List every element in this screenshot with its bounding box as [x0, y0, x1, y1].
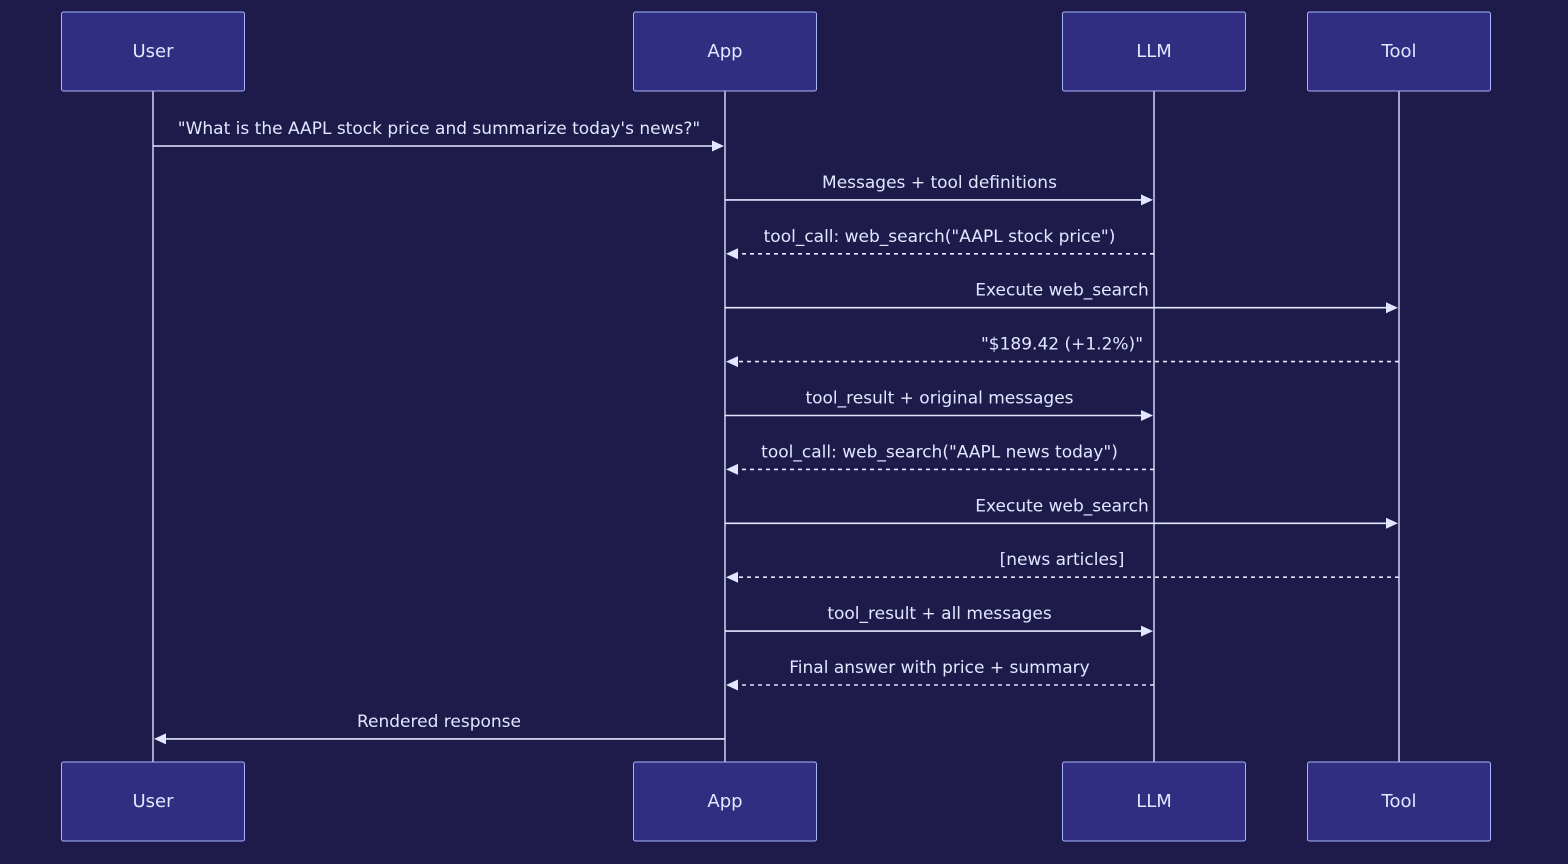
arrowhead-icon [1141, 194, 1153, 206]
arrowhead-icon [154, 733, 166, 745]
message-2: Messages + tool definitions [725, 173, 1153, 206]
participant-box [61, 11, 245, 92]
participant-label: App [707, 41, 742, 62]
message-5: "$189.42 (+1.2%)" [726, 335, 1399, 368]
message-7: tool_call: web_search("AAPL news today") [726, 442, 1154, 475]
participant-label: LLM [1136, 41, 1172, 62]
message-12: Rendered response [154, 712, 725, 745]
participant-box [61, 761, 245, 842]
message-9: [news articles] [726, 550, 1399, 583]
arrowhead-icon [726, 679, 738, 691]
participant-tool-top: Tool [1307, 11, 1491, 92]
participant-label: User [132, 791, 174, 812]
participant-user-bottom: User [61, 761, 245, 842]
participant-label: Tool [1381, 791, 1417, 812]
participant-label: Tool [1381, 41, 1417, 62]
participant-tool-bottom: Tool [1307, 761, 1491, 842]
message-label: "What is the AAPL stock price and summar… [178, 119, 700, 139]
message-label: tool_call: web_search("AAPL stock price"… [764, 227, 1116, 247]
participant-app-bottom: App [633, 761, 817, 842]
participant-user-top: User [61, 11, 245, 92]
participant-app-top: App [633, 11, 817, 92]
participant-llm-bottom: LLM [1062, 761, 1246, 842]
message-6: tool_result + original messages [725, 389, 1153, 421]
message-label: Final answer with price + summary [789, 658, 1089, 678]
participants-bottom: User App LLM Tool [61, 761, 1491, 842]
message-label: tool_result + all messages [827, 604, 1052, 624]
arrowhead-icon [1386, 517, 1398, 529]
message-label: "$189.42 (+1.2%)" [981, 335, 1143, 355]
participant-llm-top: LLM [1062, 11, 1246, 92]
messages: "What is the AAPL stock price and summar… [153, 119, 1399, 745]
message-label: tool_result + original messages [805, 389, 1073, 409]
message-1: "What is the AAPL stock price and summar… [153, 119, 724, 152]
message-4: Execute web_search [725, 281, 1398, 314]
participant-label: App [707, 791, 742, 812]
lifelines [152, 91, 1400, 762]
participant-box [633, 761, 817, 842]
message-label: Execute web_search [975, 496, 1149, 516]
participants-top: User App LLM Tool [61, 11, 1491, 92]
arrowhead-icon [712, 140, 724, 152]
participant-box [1062, 11, 1246, 92]
message-label: [news articles] [1000, 550, 1125, 570]
arrowhead-icon [726, 463, 738, 475]
participant-label: User [132, 41, 174, 62]
participant-box [1307, 11, 1491, 92]
arrowhead-icon [1386, 302, 1398, 314]
message-10: tool_result + all messages [725, 604, 1153, 637]
message-8: Execute web_search [725, 496, 1398, 529]
arrowhead-icon [726, 356, 738, 368]
arrowhead-icon [1141, 625, 1153, 637]
arrowhead-icon [726, 248, 738, 260]
message-3: tool_call: web_search("AAPL stock price"… [726, 227, 1154, 260]
message-11: Final answer with price + summary [726, 658, 1154, 691]
participant-label: LLM [1136, 791, 1172, 812]
participant-box [1062, 761, 1246, 842]
message-label: Rendered response [357, 712, 521, 732]
arrowhead-icon [1141, 410, 1153, 421]
message-label: tool_call: web_search("AAPL news today") [761, 442, 1118, 462]
participant-box [633, 11, 817, 92]
message-label: Messages + tool definitions [822, 173, 1057, 193]
participant-box [1307, 761, 1491, 842]
message-label: Execute web_search [975, 281, 1149, 301]
arrowhead-icon [726, 571, 738, 583]
